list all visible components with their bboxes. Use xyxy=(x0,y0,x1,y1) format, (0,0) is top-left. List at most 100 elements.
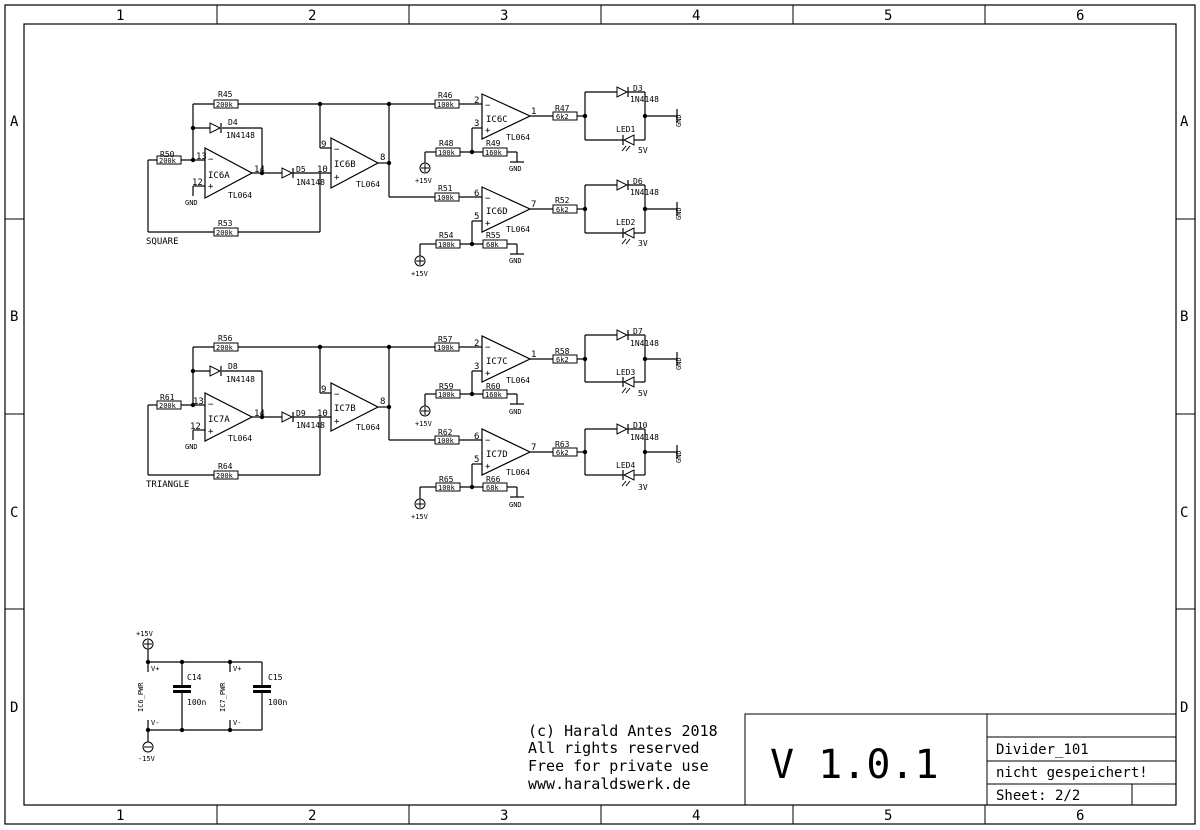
supply-label: +15V xyxy=(415,420,433,428)
ref-label: R65 xyxy=(439,475,454,484)
ref-label: R56 xyxy=(218,334,233,343)
opamp-ic6d: −+ xyxy=(481,186,532,233)
value-label: 6k2 xyxy=(556,356,569,364)
value-label: 1N4148 xyxy=(226,375,255,384)
value-label: 3V xyxy=(638,483,648,492)
part-label: IC7B xyxy=(334,404,356,414)
pin-label: 10 xyxy=(317,165,328,175)
title-block: V 1.0.1 Divider_101 nicht gespeichert! S… xyxy=(744,713,1177,806)
part-type: TL064 xyxy=(228,191,252,200)
value-label: 200k xyxy=(216,472,234,480)
pin-label: 8 xyxy=(380,153,385,163)
row-label: D xyxy=(1180,700,1188,716)
sheet-number: Sheet: 2/2 xyxy=(996,788,1080,804)
part-type: TL064 xyxy=(228,434,252,443)
pin-label: 3 xyxy=(474,362,479,372)
value-label: 6k2 xyxy=(556,449,569,457)
ref-label: D6 xyxy=(633,177,643,186)
pin-label: 6 xyxy=(474,432,479,442)
opamp-ic7d: −+ xyxy=(481,428,532,476)
svg-text:+: + xyxy=(485,369,491,379)
column-label: 5 xyxy=(884,8,892,24)
section-label-triangle: TRIANGLE xyxy=(146,480,189,490)
pin-label: 13 xyxy=(193,397,204,407)
ref-label: R45 xyxy=(218,90,233,99)
gnd-label: GND xyxy=(185,199,198,207)
row-label: A xyxy=(1180,114,1189,130)
pin-label: 5 xyxy=(474,455,479,465)
ref-label: R60 xyxy=(486,382,501,391)
ref-label: LED2 xyxy=(616,218,635,227)
ref-label: D5 xyxy=(296,165,306,174)
ref-label: R54 xyxy=(439,231,454,240)
part-label: IC7D xyxy=(486,450,508,460)
value-label: 1N4148 xyxy=(226,131,255,140)
supply-symbol xyxy=(414,498,426,510)
ref-label: D10 xyxy=(633,421,648,430)
pin-label: 10 xyxy=(317,409,328,419)
column-label: 6 xyxy=(1076,8,1084,24)
grid-labels: 1 2 3 4 5 6 1 2 3 4 5 6 A B C D A B C D xyxy=(10,8,1189,824)
opamp-ic7a: −+ xyxy=(204,392,254,442)
ref-label: R50 xyxy=(160,150,175,159)
led-led3 xyxy=(621,376,635,394)
ref-label: R66 xyxy=(486,475,501,484)
pin-label: 8 xyxy=(380,397,385,407)
pin-label: V+ xyxy=(233,665,241,673)
ref-label: R48 xyxy=(439,139,454,148)
ref-label: R47 xyxy=(555,104,570,113)
row-label: B xyxy=(10,309,18,325)
supply-symbol xyxy=(414,255,426,267)
ref-label: R55 xyxy=(486,231,501,240)
value-label: 100k xyxy=(437,437,455,445)
power-part-label: IC7_PWR xyxy=(219,682,227,712)
ref-label: R63 xyxy=(555,440,570,449)
gnd-label: GND xyxy=(185,443,198,451)
diode-d5 xyxy=(281,167,294,179)
pin-label: 12 xyxy=(190,422,201,432)
pin-label: 14 xyxy=(254,409,265,419)
value-label: 200k xyxy=(216,101,234,109)
part-type: TL064 xyxy=(506,376,530,385)
ref-label: R64 xyxy=(218,462,233,471)
square-divider-section: R45 200k D4 1N4148 R50 200k −+ IC6A TL06… xyxy=(146,84,683,278)
value-label: 200k xyxy=(216,229,234,237)
ref-label: R52 xyxy=(555,196,570,205)
pin-label: 12 xyxy=(192,178,203,188)
svg-text:−: − xyxy=(485,343,491,353)
pin-label: 7 xyxy=(531,200,536,210)
diode-d9 xyxy=(281,411,294,423)
opamp-ic6c: −+ xyxy=(481,93,532,140)
column-label: 2 xyxy=(308,8,316,24)
part-label: IC6B xyxy=(334,160,356,170)
ref-label: R61 xyxy=(160,393,175,402)
supply-label: -15V xyxy=(138,755,156,763)
row-label: C xyxy=(1180,505,1188,521)
svg-text:−: − xyxy=(334,145,340,155)
power-decoupling-section: +15V -15V IC6_PWR IC7_PWR V+ V- V+ V- C1… xyxy=(136,630,287,763)
ref-label: R53 xyxy=(218,219,233,228)
value-label: 100k xyxy=(438,484,456,492)
ref-label: LED1 xyxy=(616,125,635,134)
opamp-ic6a: −+ xyxy=(204,147,254,199)
supply-symbol xyxy=(142,638,154,650)
pin-label: 6 xyxy=(474,189,479,199)
part-label: IC6C xyxy=(486,115,508,125)
svg-text:+: + xyxy=(485,219,491,229)
pin-label: 14 xyxy=(254,165,265,175)
pin-label: V- xyxy=(233,719,241,727)
value-label: 160k xyxy=(485,391,503,399)
svg-text:+: + xyxy=(485,462,491,472)
gnd-label: GND xyxy=(675,357,683,370)
ref-label: LED3 xyxy=(616,368,635,377)
svg-text:−: − xyxy=(208,400,214,410)
ref-label: R58 xyxy=(555,347,570,356)
led-led1 xyxy=(621,134,635,152)
gnd-label: GND xyxy=(675,114,683,127)
value-label: 68k xyxy=(486,484,499,492)
row-label: C xyxy=(10,505,18,521)
svg-text:+: + xyxy=(208,427,214,437)
svg-text:+: + xyxy=(208,182,214,192)
opamp-ic7c: −+ xyxy=(481,335,532,383)
section-label-square: SQUARE xyxy=(146,237,179,247)
